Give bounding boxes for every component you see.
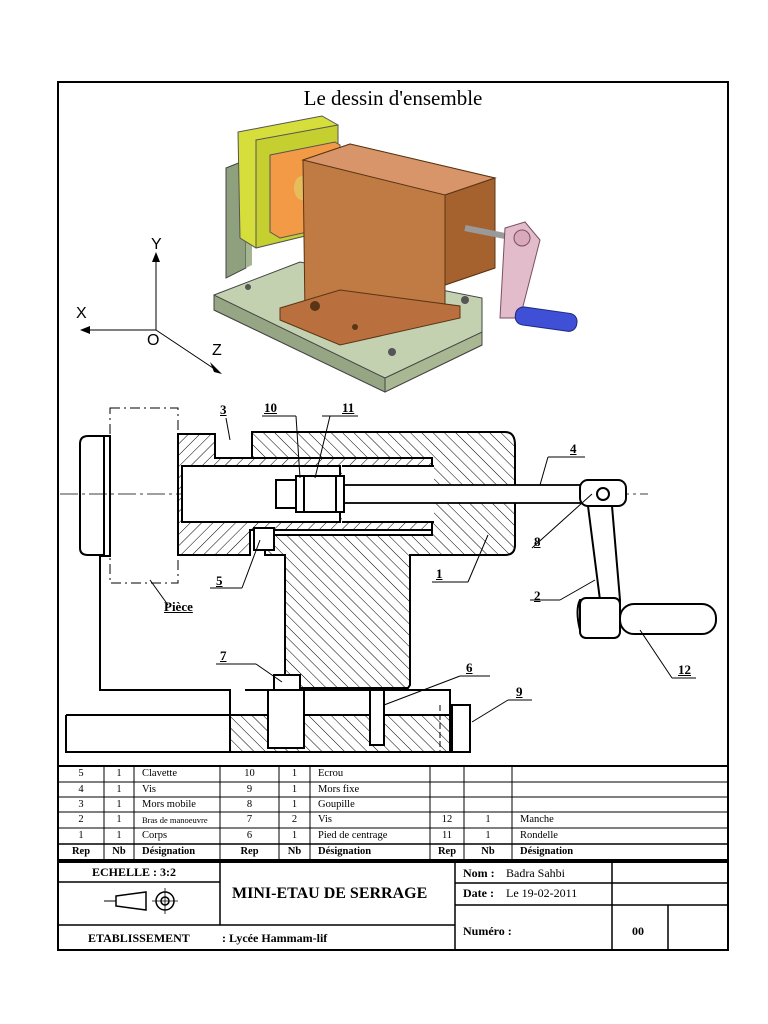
numero-value: 00: [632, 924, 644, 938]
nomenclature-cell: Clavette: [142, 768, 177, 779]
nomenclature-cell: Vis: [142, 784, 156, 795]
label-6: 6: [466, 660, 473, 675]
nomenclature-cell: 1: [116, 814, 122, 825]
nomenclature-header-cell: Nb: [481, 846, 495, 857]
label-1: 1: [436, 566, 443, 581]
nomenclature-cell: Vis: [318, 814, 332, 825]
nomenclature-header-cell: Rep: [71, 846, 91, 857]
nomenclature-cell: 1: [291, 768, 298, 779]
label-10: 10: [264, 400, 277, 415]
nomenclature-cell: 1: [116, 784, 122, 795]
nomenclature-cell: 1: [116, 830, 122, 841]
label-3: 3: [220, 402, 227, 417]
nomenclature-cell: 11: [441, 830, 453, 841]
nomenclature-cell: 1: [116, 768, 122, 779]
etablissement-value: : Lycée Hammam-lif: [222, 931, 328, 945]
isometric-view: [80, 115, 578, 393]
nomenclature-header-cell: Rep: [240, 846, 259, 857]
nomenclature-cell: Bras de manoeuvre: [142, 815, 208, 825]
nomenclature-cell: 1: [116, 799, 122, 810]
date-value: Le 19-02-2011: [506, 886, 578, 900]
nomenclature-cell: 8: [246, 799, 253, 810]
nomenclature-cell: Corps: [142, 830, 168, 841]
nomenclature-cell: 7: [246, 814, 253, 825]
nomenclature-cell: 1: [291, 784, 298, 795]
label-piece: Pièce: [164, 599, 193, 614]
nomenclature-cell: Ecrou: [318, 768, 344, 779]
nomenclature-header-cell: Rep: [437, 846, 457, 857]
nomenclature-cell: 2: [291, 814, 298, 825]
nomenclature-header-cell: Désignation: [142, 846, 196, 857]
nomenclature-cell: 6: [246, 830, 253, 841]
nomenclature-header-cell: Désignation: [318, 846, 372, 857]
nomenclature-cell: 1: [78, 830, 84, 841]
nomenclature-cell: Mors fixe: [318, 784, 360, 795]
label-4: 4: [570, 441, 577, 456]
nomenclature-cell: Rondelle: [520, 830, 558, 841]
nomenclature-cell: 1: [485, 830, 491, 841]
nomenclature-cell: 3: [78, 799, 84, 810]
label-7: 7: [220, 648, 227, 663]
page-title: Le dessin d'ensemble: [303, 86, 483, 110]
nomenclature-cell: Mors mobile: [142, 799, 196, 810]
nomenclature-cell: Pied de centrage: [318, 830, 388, 841]
nomenclature-cell: Manche: [520, 814, 554, 825]
nomenclature-header-cell: Nb: [287, 846, 302, 857]
nomenclature-cell: 1: [485, 814, 491, 825]
axis-z-label: Z: [212, 342, 222, 359]
label-11: 11: [342, 400, 355, 415]
nomenclature-header-cell: Nb: [112, 846, 126, 857]
nomenclature-cell: Goupille: [318, 799, 355, 810]
scale-label: ECHELLE : 3:2: [92, 865, 177, 879]
nomenclature-cell: 4: [78, 784, 84, 795]
nom-value: Badra Sahbi: [506, 866, 565, 880]
nomenclature-cell: 1: [291, 830, 298, 841]
drawing-title: MINI-ETAU DE SERRAGE: [232, 885, 428, 902]
nomenclature-cell: 12: [441, 814, 453, 825]
axis-x-label: X: [76, 305, 87, 322]
label-5: 5: [216, 573, 223, 588]
label-12: 12: [678, 662, 691, 677]
label-8: 8: [534, 534, 541, 549]
cartouche-grid: [57, 861, 729, 951]
nomenclature-cell: 9: [246, 784, 253, 795]
axis-origin-label: O: [147, 332, 160, 349]
nomenclature-header-cell: Désignation: [520, 846, 574, 857]
nomenclature-cell: 1: [291, 799, 298, 810]
nom-label: Nom :: [463, 866, 495, 880]
axis-y-label: Y: [151, 236, 162, 253]
numero-label: Numéro :: [463, 924, 512, 938]
etablissement-label: ETABLISSEMENT: [88, 931, 190, 945]
nomenclature-cell: 2: [78, 814, 84, 825]
label-2: 2: [534, 588, 541, 603]
nomenclature-grid: [57, 765, 729, 861]
nomenclature-cell: 10: [244, 768, 255, 779]
date-label: Date :: [463, 886, 494, 900]
label-9: 9: [516, 684, 523, 699]
nomenclature-cell: 5: [78, 768, 84, 779]
section-drawing: [60, 407, 720, 753]
